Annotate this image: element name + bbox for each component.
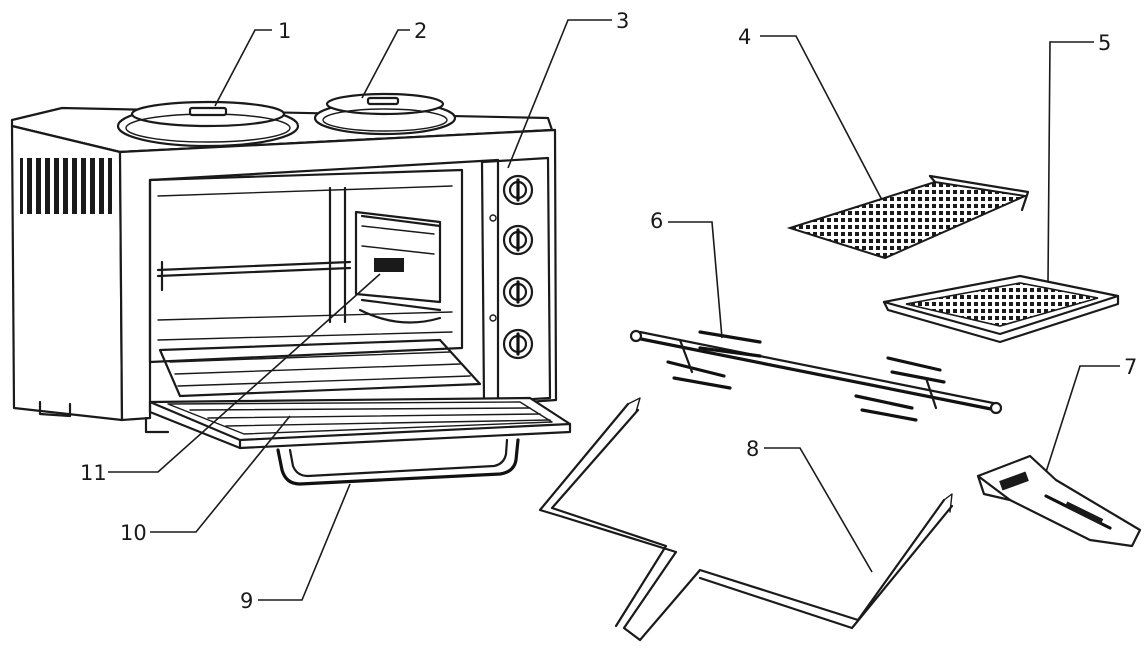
rotisserie-stand xyxy=(538,397,954,642)
callout-2: 2 xyxy=(414,19,427,43)
side-vents xyxy=(20,158,112,214)
callout-7: 7 xyxy=(1124,355,1137,379)
rotisserie-spit xyxy=(629,329,1003,422)
hot-plate-right xyxy=(313,92,457,136)
oven-cavity xyxy=(148,168,464,364)
hot-plate-left xyxy=(116,100,300,148)
callout-6: 6 xyxy=(650,209,663,233)
callout-5: 5 xyxy=(1098,31,1111,55)
callout-3: 3 xyxy=(616,9,629,33)
oven-door xyxy=(148,338,572,450)
callout-labels: 1 2 3 4 5 6 7 8 9 10 11 xyxy=(80,9,1137,613)
leader-lines xyxy=(108,19,1120,601)
callout-4: 4 xyxy=(738,25,751,49)
door-handle xyxy=(276,438,520,486)
control-knobs xyxy=(489,174,534,360)
wire-rack xyxy=(786,174,1030,260)
callout-1: 1 xyxy=(278,19,291,43)
baking-tray xyxy=(882,274,1120,344)
callout-11: 11 xyxy=(80,461,107,485)
callout-8: 8 xyxy=(746,437,759,461)
spit-handle xyxy=(976,454,1142,548)
callout-10: 10 xyxy=(120,521,147,545)
callout-9: 9 xyxy=(240,589,253,613)
